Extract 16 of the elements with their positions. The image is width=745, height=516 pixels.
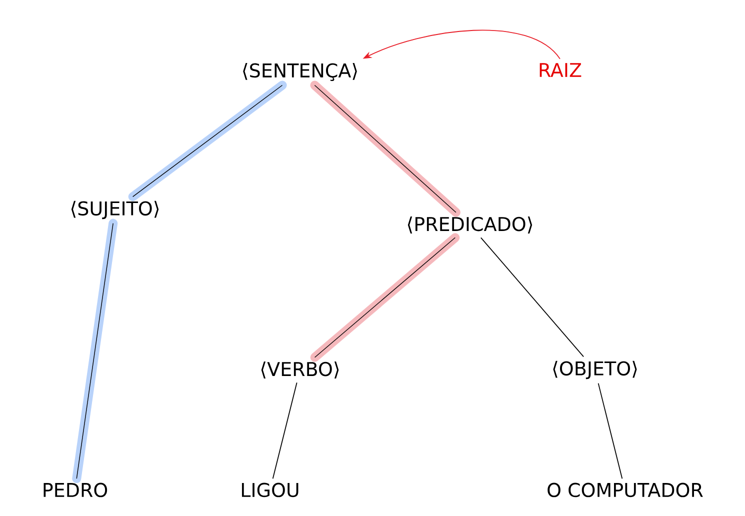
phrase-label: ⟨SUJEITO⟩ xyxy=(71,200,159,220)
tree-branch xyxy=(310,80,460,217)
tree-branch xyxy=(598,382,623,480)
word-label: LIGOU xyxy=(242,482,298,498)
phrase-label: ⟨VERBO⟩ xyxy=(261,362,339,378)
root-label: RAIZ xyxy=(540,63,582,77)
tree-branch xyxy=(72,218,118,484)
phrase-label: ⟨SENTENÇA⟩ xyxy=(243,62,357,82)
tree-branch xyxy=(480,237,584,358)
word-label: PEDRO xyxy=(44,482,108,498)
word-label: O COMPUTADOR xyxy=(548,482,703,498)
tree-branch xyxy=(310,233,460,362)
phrase-label: ⟨PREDICADO⟩ xyxy=(408,216,532,234)
phrase-label: ⟨OBJETO⟩ xyxy=(553,360,637,380)
tree-branch xyxy=(128,80,287,202)
tree-branch xyxy=(272,382,298,480)
